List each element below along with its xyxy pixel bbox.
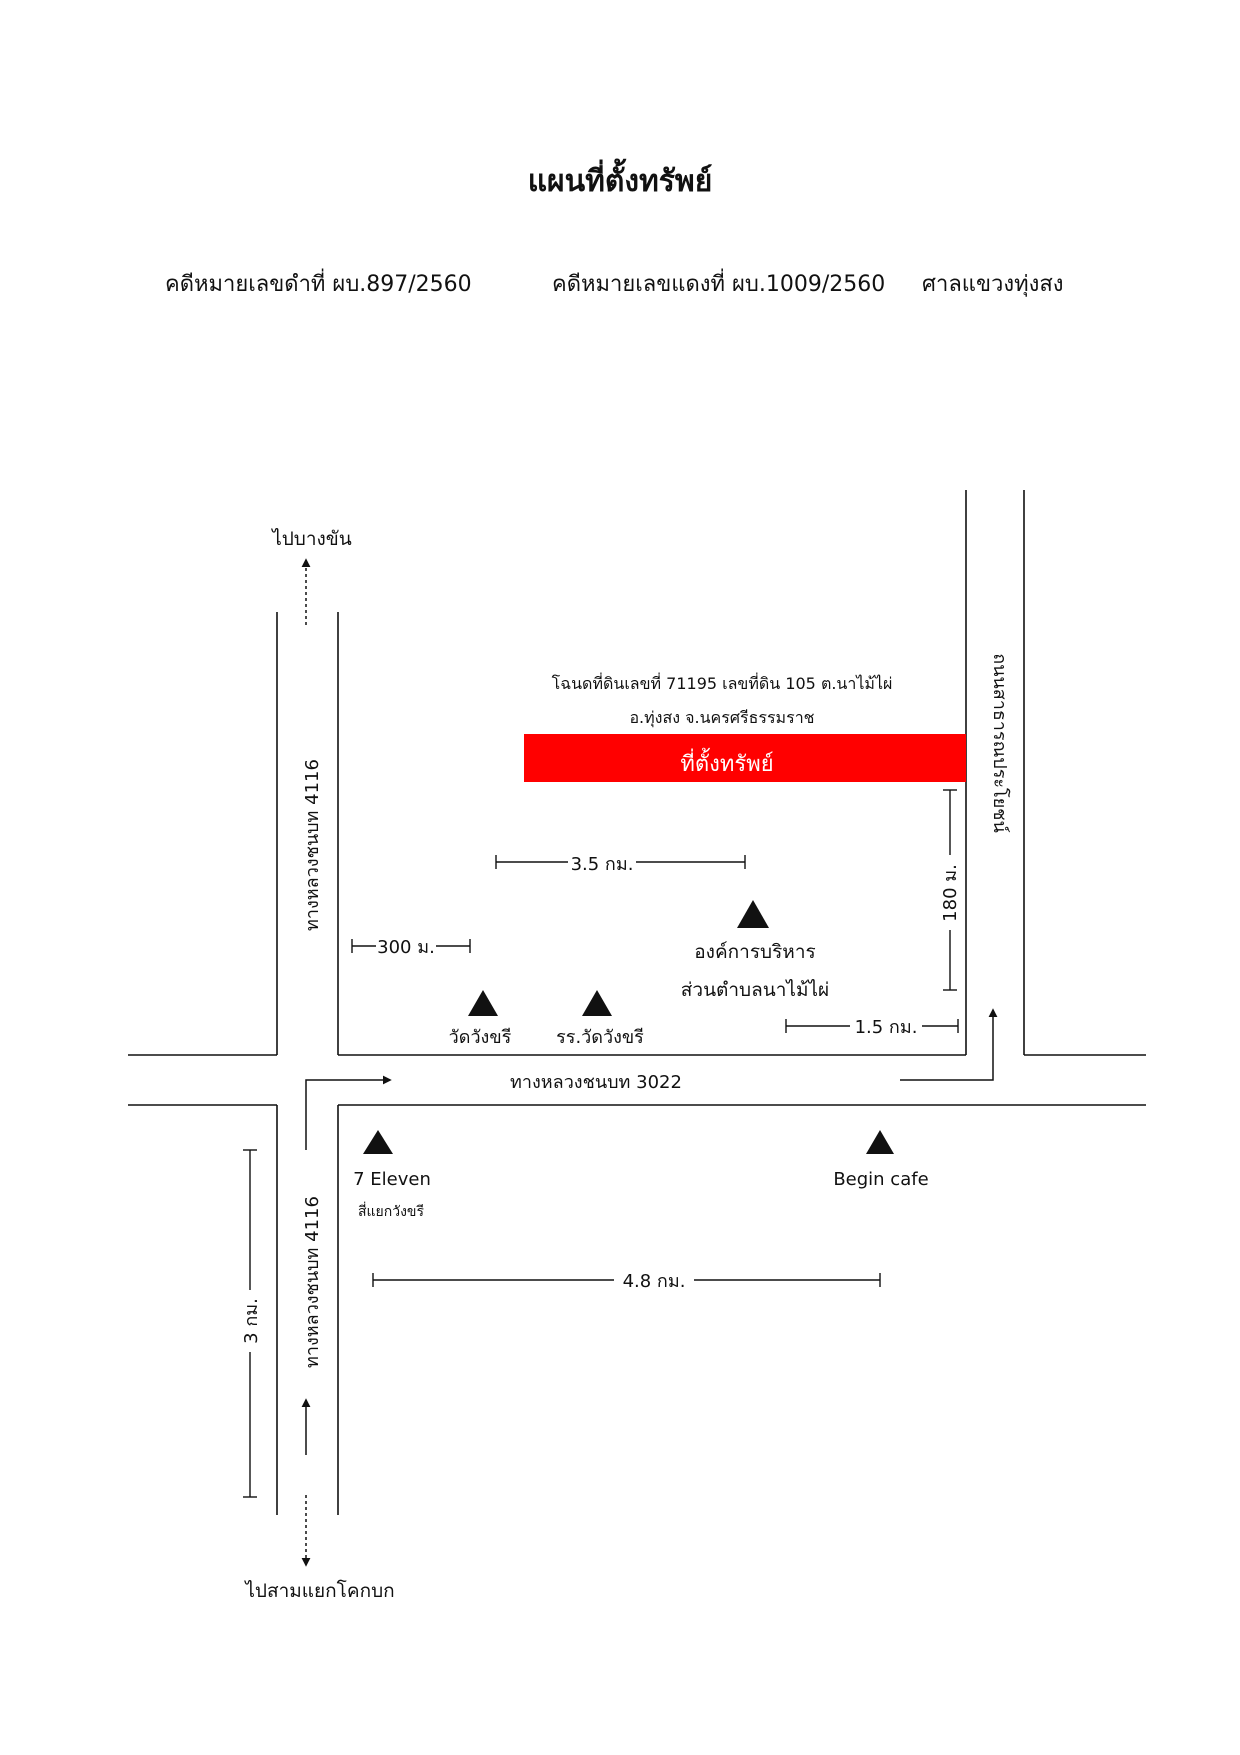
seven-eleven-marker-icon (363, 1130, 393, 1154)
sao-label-line-2: ส่วนตำบลนาไม้ไผ่ (681, 979, 829, 1001)
hwy-4116-lower-label: ทางหลวงชนบท 4116 (302, 1196, 323, 1368)
wat-label: วัดวังขรี (449, 1027, 512, 1048)
property-location-block (524, 734, 966, 782)
road-edges (128, 490, 1146, 1515)
sao-label-line-1: องค์การบริหาร (694, 941, 815, 963)
deed-line-1: โฉนดที่ดินเลขที่ 71195 เลขที่ดิน 105 ต.น… (552, 672, 893, 693)
route-arrow-junction (305, 1075, 392, 1150)
cafe-marker-icon (866, 1130, 894, 1154)
seven-eleven-label: 7 Eleven (353, 1169, 431, 1190)
page-title: แผนที่ตั้งทรัพย์ (527, 164, 713, 199)
sao-marker-icon (737, 900, 769, 928)
school-label: รร.วัดวังขรี (556, 1027, 644, 1048)
seven-eleven-sublabel: สี่แยกวังขรี (358, 1202, 425, 1220)
cafe-label: Begin cafe (833, 1169, 928, 1190)
south-direction-label: ไปสามแยกโคกบก (243, 1579, 394, 1602)
north-direction-label: ไปบางขัน (270, 528, 352, 550)
property-label: ที่ตั้งทรัพย์ (680, 748, 773, 777)
distance-4-8km: 4.8 กม. (623, 1271, 686, 1292)
distance-lines (243, 789, 959, 1498)
hwy-3022-label: ทางหลวงชนบท 3022 (510, 1072, 682, 1093)
court-name: ศาลแขวงทุ่งสง (922, 272, 1064, 297)
deed-line-2: อ.ทุ่งสง จ.นครศรีธรรมราช (629, 708, 814, 728)
hwy-4116-upper-label: ทางหลวงชนบท 4116 (302, 759, 323, 931)
distance-3-5km: 3.5 กม. (571, 854, 634, 875)
public-road-label: ถนนสาธารณประโยชน์ (989, 653, 1011, 833)
route-arrow-public-road (900, 1008, 998, 1081)
distance-3km: 3 กม. (241, 1298, 262, 1344)
red-case-number: คดีหมายเลขแดงที่ ผบ.1009/2560 (552, 272, 886, 297)
distance-1-5km: 1.5 กม. (855, 1017, 918, 1038)
wat-marker-icon (468, 990, 498, 1016)
black-case-number: คดีหมายเลขดำที่ ผบ.897/2560 (165, 272, 472, 297)
distance-180m: 180 ม. (940, 864, 961, 922)
school-marker-icon (582, 990, 612, 1016)
distance-300m: 300 ม. (377, 937, 435, 958)
